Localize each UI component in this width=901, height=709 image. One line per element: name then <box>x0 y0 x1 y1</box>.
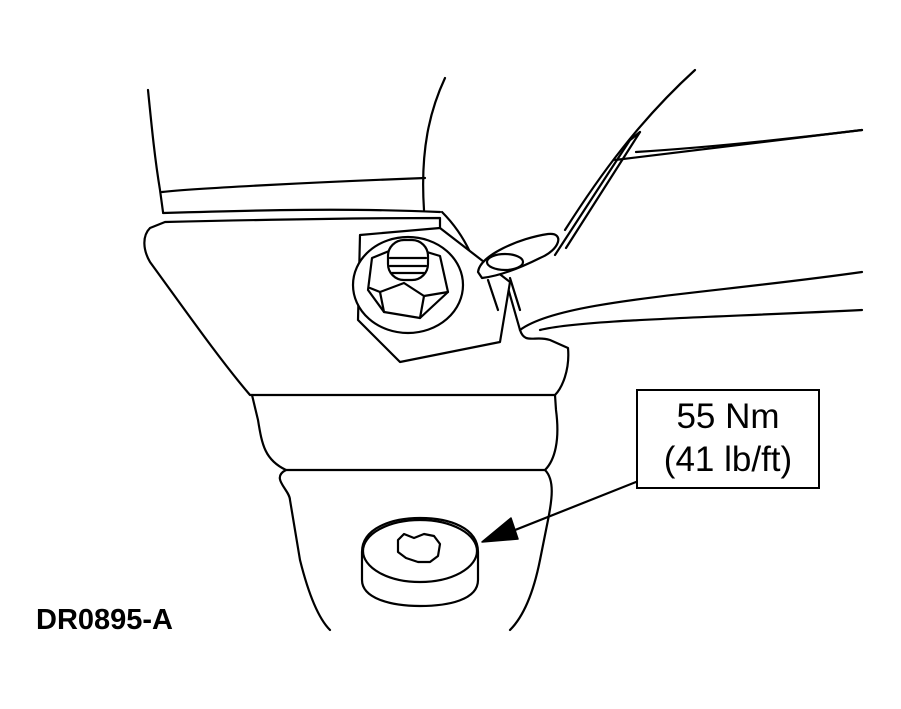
figure-id: DR0895-A <box>36 604 173 636</box>
torque-metric-label: 55 Nm <box>676 397 780 436</box>
torx-bolt <box>360 516 480 608</box>
upper-panel <box>146 68 864 254</box>
torque-callout: 55 Nm (41 lb/ft) <box>636 389 820 489</box>
leader-arrow <box>481 480 638 543</box>
torque-imperial-label: (41 lb/ft) <box>663 440 793 479</box>
hose-clip <box>476 232 560 312</box>
hose-line <box>553 130 642 257</box>
stud-nut <box>351 226 512 364</box>
